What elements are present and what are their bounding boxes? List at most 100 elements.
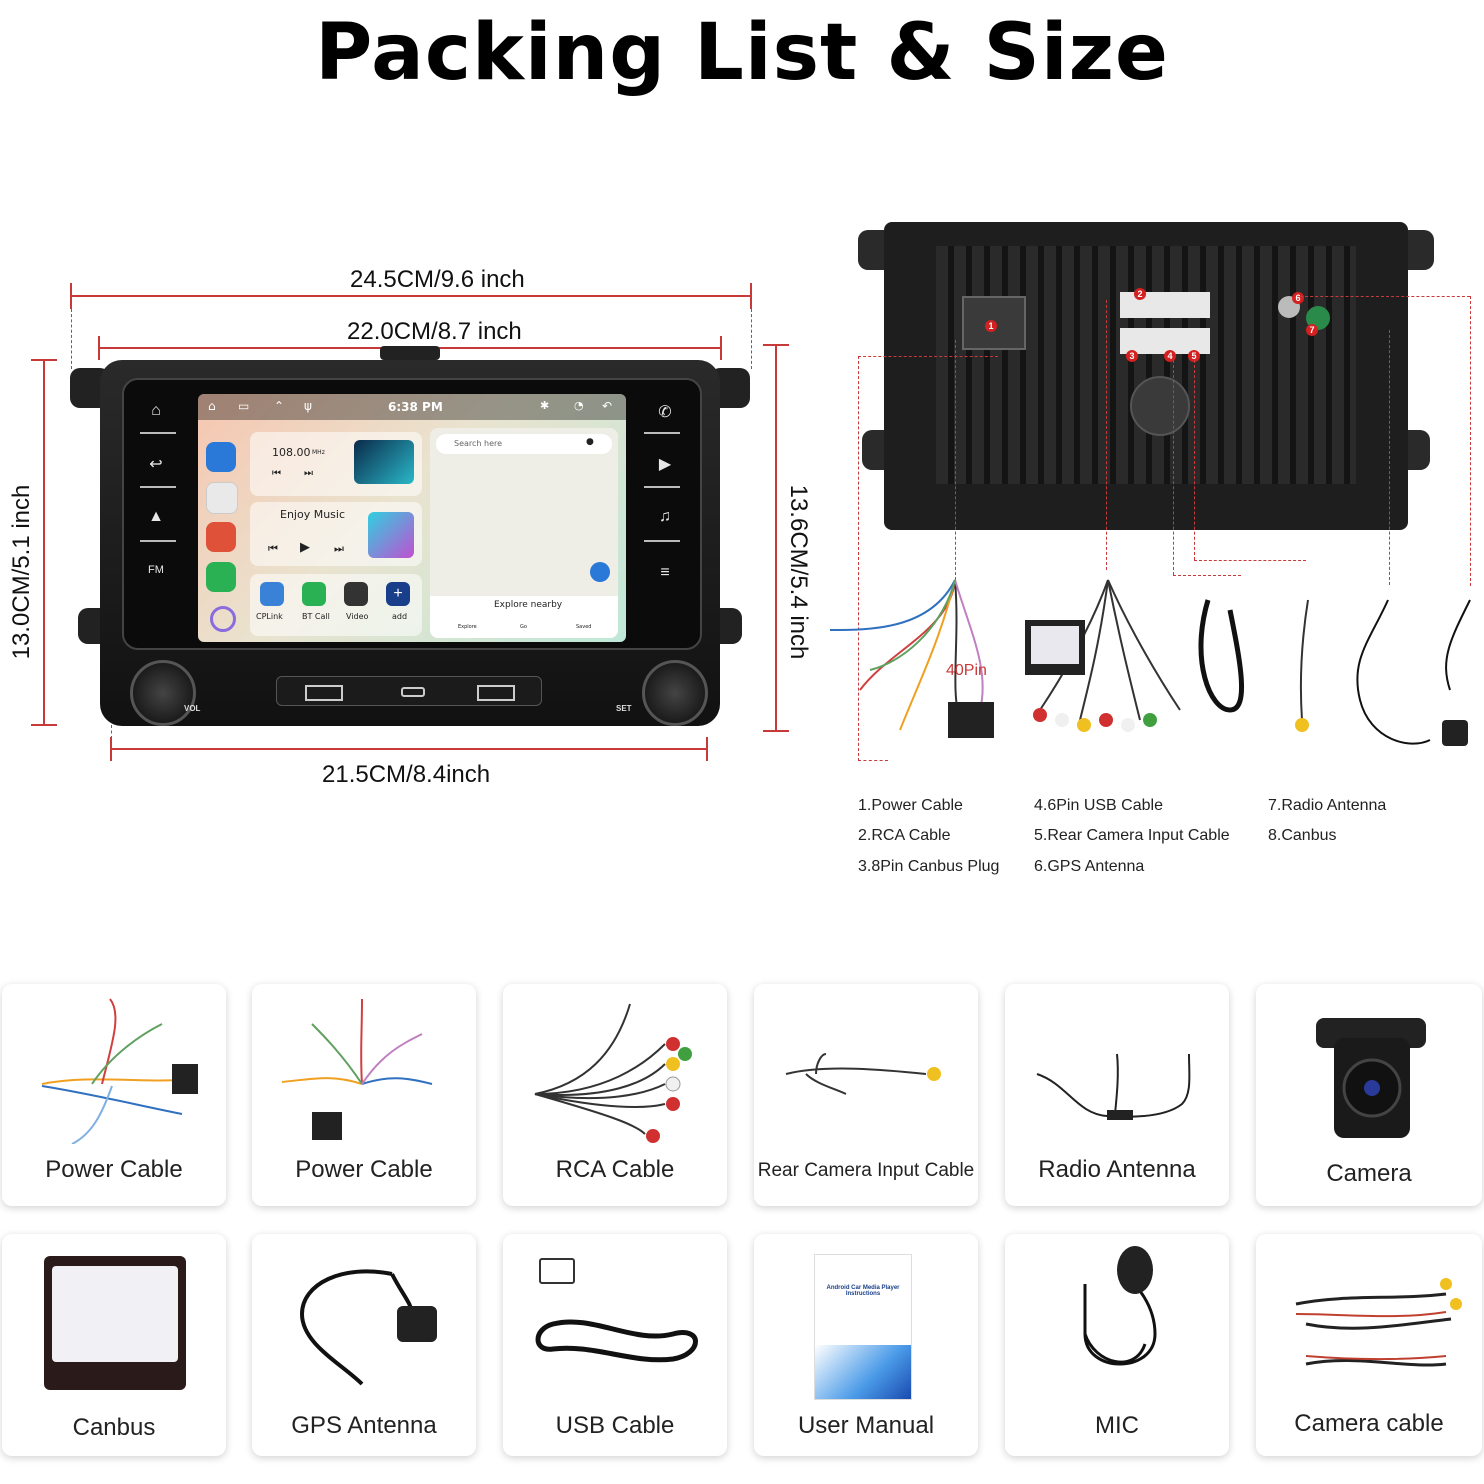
return-icon[interactable]: ↶ bbox=[602, 399, 613, 413]
mount-tab-top bbox=[380, 346, 440, 360]
chevrons-up-icon[interactable]: ⌃ bbox=[274, 399, 285, 413]
navigation-icon[interactable]: ▲ bbox=[148, 508, 164, 525]
item-label: RCA Cable bbox=[555, 1156, 675, 1183]
dim-width-inner: 22.0CM/8.7 inch bbox=[347, 318, 522, 345]
item-label: Radio Antenna bbox=[1038, 1156, 1196, 1183]
usb-port[interactable] bbox=[305, 685, 343, 701]
pin-marker: 1 bbox=[985, 320, 997, 332]
legend-item: 6.GPS Antenna bbox=[1034, 858, 1145, 875]
heatsink bbox=[936, 246, 1356, 484]
app-label: BT Call bbox=[302, 612, 330, 621]
play-icon[interactable]: ▶ bbox=[300, 540, 310, 555]
map-tab[interactable]: Explore bbox=[458, 624, 477, 630]
bluetooth-icon: ✱ bbox=[540, 399, 550, 412]
map-search-bar[interactable]: Search here ● bbox=[436, 434, 612, 454]
apps-grid-icon[interactable] bbox=[206, 442, 236, 472]
dim-height-left: 13.0CM/5.1 inch bbox=[8, 484, 35, 660]
fm-key[interactable]: FM bbox=[148, 564, 164, 576]
canbus-icon bbox=[44, 1256, 186, 1390]
search-placeholder: Search here bbox=[454, 439, 503, 448]
navigate-button[interactable] bbox=[590, 562, 610, 582]
legend-item: 7.Radio Antenna bbox=[1268, 797, 1387, 814]
pin-marker: 6 bbox=[1292, 292, 1304, 304]
usb-panel bbox=[276, 676, 542, 706]
map-tab[interactable]: Saved bbox=[576, 624, 592, 630]
phone-app-icon[interactable] bbox=[206, 562, 236, 592]
item-card: GPS Antenna bbox=[252, 1234, 476, 1456]
app-label: Video bbox=[346, 612, 369, 621]
dim-line-left bbox=[43, 360, 45, 726]
manual-title: Android Car Media Player Instructions bbox=[826, 1285, 900, 1297]
pin-marker: 7 bbox=[1306, 324, 1318, 336]
volume-knob[interactable] bbox=[130, 660, 196, 726]
camera-cable-icon bbox=[1295, 1278, 1462, 1367]
radio-frequency: 108.00 bbox=[272, 446, 311, 459]
equalizer-icon[interactable]: ≡ bbox=[660, 564, 670, 581]
music-art bbox=[368, 512, 414, 558]
usb-cable-icon bbox=[535, 1319, 698, 1363]
next-icon[interactable]: ⏭ bbox=[334, 542, 344, 555]
vol-label: VOL bbox=[184, 704, 201, 713]
item-card: Android Car Media Player Instructions Us… bbox=[754, 1234, 978, 1456]
dim-tick bbox=[720, 336, 722, 360]
item-label: Camera bbox=[1326, 1160, 1412, 1187]
app-label: CPLink bbox=[256, 612, 283, 621]
map-tab[interactable]: Go bbox=[520, 624, 527, 630]
dim-height-right: 13.6CM/5.4 inch bbox=[785, 484, 812, 660]
windows-icon[interactable]: ▭ bbox=[238, 399, 250, 413]
dim-tick bbox=[31, 359, 57, 361]
item-label: USB Cable bbox=[555, 1412, 675, 1439]
prev-icon[interactable]: ⏮ bbox=[268, 542, 278, 555]
dim-line-bottom bbox=[110, 748, 708, 750]
item-label: MIC bbox=[1095, 1412, 1139, 1439]
legend-item: 1.Power Cable bbox=[858, 797, 963, 814]
item-label: Canbus bbox=[72, 1414, 156, 1441]
add-icon[interactable]: + bbox=[386, 582, 410, 606]
mic-icon[interactable]: ● bbox=[586, 437, 594, 447]
legend-item: 8.Canbus bbox=[1268, 827, 1337, 844]
next-icon[interactable]: ⏭ bbox=[304, 468, 313, 479]
power-connector bbox=[962, 296, 1026, 350]
pin-marker: 3 bbox=[1126, 350, 1138, 362]
phone-icon[interactable]: ✆ bbox=[658, 404, 672, 421]
legend-item: 4.6Pin USB Cable bbox=[1034, 797, 1163, 814]
power-cable-icon bbox=[41, 998, 198, 1144]
music-card[interactable]: Enjoy Music ⏮ ▶ ⏭ bbox=[250, 502, 422, 566]
fan-icon bbox=[1130, 376, 1190, 436]
dim-tick bbox=[70, 283, 72, 309]
headphones-icon[interactable] bbox=[206, 522, 236, 552]
radio-card[interactable]: 108.00 MHz ⏮ ⏭ bbox=[250, 432, 422, 496]
assistant-icon[interactable] bbox=[210, 606, 236, 632]
bt-call-icon[interactable] bbox=[302, 582, 326, 606]
item-card: Radio Antenna bbox=[1005, 984, 1229, 1206]
home-icon[interactable]: ⌂ bbox=[208, 399, 216, 413]
usb-port[interactable] bbox=[477, 685, 515, 701]
legend-item: 3.8Pin Canbus Plug bbox=[858, 858, 1000, 875]
usb-icon: ψ bbox=[304, 399, 312, 413]
item-card: USB Cable bbox=[503, 1234, 727, 1456]
dim-tick bbox=[110, 737, 112, 761]
rear-cables-illustration bbox=[830, 579, 1471, 746]
item-label: GPS Antenna bbox=[291, 1412, 437, 1439]
dim-width-outer: 24.5CM/9.6 inch bbox=[350, 266, 525, 293]
video-icon[interactable] bbox=[344, 582, 368, 606]
mic-icon bbox=[1083, 1246, 1157, 1366]
cplink-icon[interactable] bbox=[260, 582, 284, 606]
usb-c-port[interactable] bbox=[401, 687, 425, 697]
maps-icon[interactable] bbox=[206, 482, 238, 514]
back-icon[interactable]: ↩ bbox=[149, 456, 163, 473]
set-knob[interactable] bbox=[642, 660, 708, 726]
head-unit-rear: 1 2 3 4 5 6 7 bbox=[858, 212, 1434, 530]
home-icon[interactable]: ⌂ bbox=[151, 402, 161, 419]
music-label: Enjoy Music bbox=[280, 508, 346, 521]
head-unit-front: ⌂ ↩ ▲ FM ✆ ▶ ♫ ≡ ⌂ ▭ ⌃ ψ 6:38 PM ✱ ◔ ↶ 1… bbox=[70, 346, 750, 728]
music-note-icon[interactable]: ♫ bbox=[659, 508, 671, 525]
screen[interactable]: ⌂ ▭ ⌃ ψ 6:38 PM ✱ ◔ ↶ 108.00 MHz ⏮ ⏭ Enj… bbox=[198, 394, 626, 642]
dim-tick bbox=[763, 344, 789, 346]
item-label: Power Cable bbox=[45, 1156, 183, 1183]
pin-marker: 5 bbox=[1188, 350, 1200, 362]
play-circle-icon[interactable]: ▶ bbox=[658, 456, 672, 473]
radio-art bbox=[354, 440, 414, 484]
prev-icon[interactable]: ⏮ bbox=[272, 468, 281, 479]
map-card[interactable]: Search here ● Explore nearby Explore Go … bbox=[430, 428, 618, 638]
